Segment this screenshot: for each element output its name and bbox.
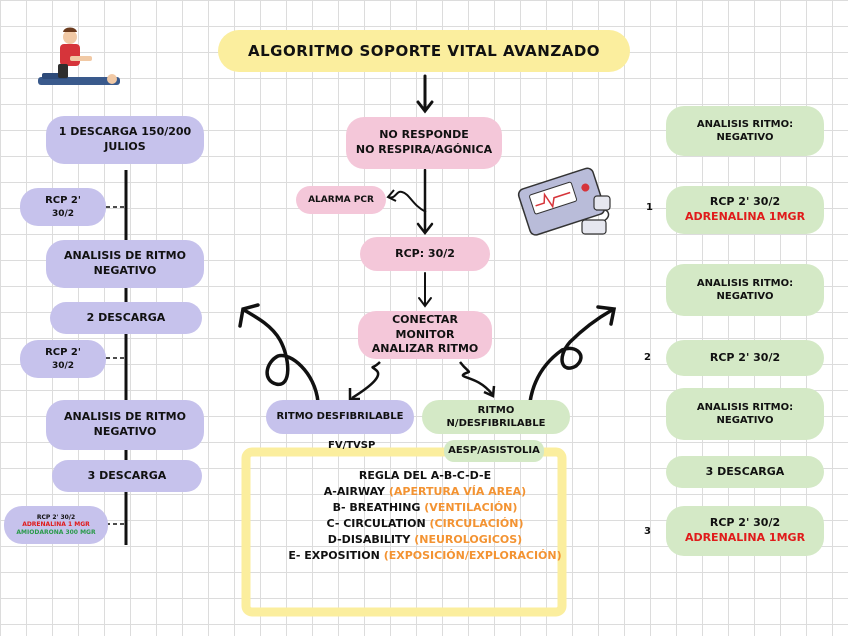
defibrillator-icon [517,167,611,236]
left-rcp-2-node: RCP 2' 30/2 [20,340,106,378]
monitor-text-1: CONECTAR MONITOR [392,312,458,341]
left-rcp-2-text-2: 30/2 [51,360,75,371]
fv-label: FV/TVSP [328,440,376,451]
left-descarga-3-text: 3 DESCARGA [87,468,167,482]
ritmo-no-desfibrilable-node: RITMO N/DESFIBRILABLE [422,400,570,434]
left-descarga-1-text-1: 1 DESCARGA 150/200 [58,125,192,139]
monitor-text-2: ANALIZAR RITMO [371,342,479,356]
left-descarga-1-node: 1 DESCARGA 150/200 JULIOS [46,116,204,164]
loop-arrow-right [528,308,614,404]
left-rcp-1-text-2: 30/2 [51,208,75,219]
left-analisis-1-text-1: ANALISIS DE RITMO [64,249,186,263]
right-analisis-2-text-1: ANALISIS RITMO: [696,277,794,289]
no-respira-text: NO RESPIRA/AGÓNICA [355,143,493,156]
right-number-1: 1 [646,202,653,213]
regla-c-desc: (CIRCULACIÓN) [429,517,524,530]
right-number-2: 2 [644,352,651,363]
no-responde-node: NO RESPONDE NO RESPIRA/AGÓNICA [346,117,502,169]
arrow-rcp-monitor [418,272,432,308]
ritmo-desfibrilable-node: RITMO DESFIBRILABLE [266,400,414,434]
left-analisis-1-text-2: NEGATIVO [93,264,157,277]
right-analisis-1-text-1: ANALISIS RITMO: [696,118,794,130]
left-analisis-2-text-2: NEGATIVO [93,425,157,438]
title-text: ALGORITMO SOPORTE VITAL AVANZADO [247,41,601,60]
regla-a-desc: (APERTURA VÍA AREA) [388,485,527,498]
diagram-title: ALGORITMO SOPORTE VITAL AVANZADO [218,30,630,72]
right-analisis-3-text-2: NEGATIVO [716,415,774,426]
alarma-pcr-node: ALARMA PCR [296,186,386,214]
regla-c: C- CIRCULATION (CIRCULACIÓN) [270,516,580,532]
right-rcp-3-node: RCP 2' 30/2 ADRENALINA 1MGR [666,506,824,556]
arrow-monitor-nodesfib [459,361,493,395]
right-analisis-3-node: ANALISIS RITMO: NEGATIVO [666,388,824,440]
regla-frame [241,447,567,617]
rcp-node: RCP: 30/2 [360,237,490,271]
regla-d-label: D-DISABILITY [327,533,411,546]
monitor-node: CONECTAR MONITOR ANALIZAR RITMO [358,311,492,359]
right-analisis-1-node: ANALISIS RITMO: NEGATIVO [666,106,824,156]
left-rcp-3-text-2: ADRENALINA 1 MGR [22,521,90,529]
right-number-3: 3 [644,526,651,537]
regla-a: A-AIRWAY (APERTURA VÍA AREA) [270,484,580,500]
left-descarga-1-text-2: JULIOS [104,140,146,153]
left-rcp-2-text-1: RCP 2' [45,347,81,359]
ritmo-desfibrilable-text: RITMO DESFIBRILABLE [276,411,404,423]
arrow-title-down [416,74,434,114]
right-rcp-3-text-2: ADRENALINA 1MGR [684,531,806,544]
left-descarga-3-node: 3 DESCARGA [52,460,202,492]
right-rcp-1-text-2: ADRENALINA 1MGR [684,210,806,223]
regla-b: B- BREATHING (VENTILACIÓN) [270,500,580,516]
right-analisis-3-text-1: ANALISIS RITMO: [696,401,794,413]
left-rcp-1-node: RCP 2' 30/2 [20,188,106,226]
arrow-noresponde-rcp [416,168,434,236]
alarma-pcr-text: ALARMA PCR [308,194,374,205]
regla-d-desc: (NEUROLOGICOS) [414,533,523,546]
ritmo-no-desfibrilable-text: RITMO N/DESFIBRILABLE [446,404,546,430]
regla-b-desc: (VENTILACIÓN) [424,501,518,514]
regla-e: E- EXPOSITION (EXPOSICIÓN/EXPLORACIÓN) [270,548,580,564]
left-descarga-2-text: 2 DESCARGA [86,310,166,324]
right-rcp-1-text-1: RCP 2' 30/2 [709,195,781,209]
regla-c-label: C- CIRCULATION [326,517,426,530]
squiggle-alarma [387,190,427,213]
cpr-illustration-icon [38,27,120,85]
left-analisis-1-node: ANALISIS DE RITMO NEGATIVO [46,240,204,288]
left-analisis-2-node: ANALISIS DE RITMO NEGATIVO [46,400,204,450]
regla-e-desc: (EXPOSICIÓN/EXPLORACIÓN) [383,549,562,562]
regla-heading: REGLA DEL A-B-C-D-E [358,469,492,482]
left-descarga-2-node: 2 DESCARGA [50,302,202,334]
right-analisis-2-text-2: NEGATIVO [716,291,774,302]
right-analisis-1-text-2: NEGATIVO [716,132,774,143]
aesp-text: AESP/ASISTOLIA [448,445,540,457]
arrowhead-alarma [386,189,397,202]
arrow-monitor-desfib [351,361,381,400]
left-analisis-2-text-1: ANALISIS DE RITMO [64,410,186,424]
right-rcp-1-node: RCP 2' 30/2 ADRENALINA 1MGR [666,186,824,234]
regla-a-label: A-AIRWAY [323,485,386,498]
right-rcp-2-node: RCP 2' 30/2 [666,340,824,376]
regla-abcde: REGLA DEL A-B-C-D-E A-AIRWAY (APERTURA V… [270,468,580,564]
left-rcp-3-node: RCP 2' 30/2 ADRENALINA 1 MGR AMIODARONA … [4,506,108,544]
right-analisis-2-node: ANALISIS RITMO: NEGATIVO [666,264,824,316]
right-rcp-3-text-1: RCP 2' 30/2 [709,516,781,530]
regla-b-label: B- BREATHING [332,501,421,514]
loop-arrow-left [242,308,320,404]
regla-d: D-DISABILITY (NEUROLOGICOS) [270,532,580,548]
right-rcp-2-text: RCP 2' 30/2 [709,350,781,364]
right-descarga-3-text: 3 DESCARGA [705,464,785,478]
left-rcp-1-text-1: RCP 2' [45,195,81,207]
left-rcp-3-text-1: RCP 2' 30/2 [36,514,76,522]
no-responde-text: NO RESPONDE [379,128,469,142]
regla-e-label: E- EXPOSITION [288,549,380,562]
left-rcp-3-text-3: AMIODARONA 300 MGR [16,528,96,536]
rcp-text: RCP: 30/2 [395,246,455,260]
right-descarga-3-node: 3 DESCARGA [666,456,824,488]
aesp-node: AESP/ASISTOLIA [444,440,544,462]
